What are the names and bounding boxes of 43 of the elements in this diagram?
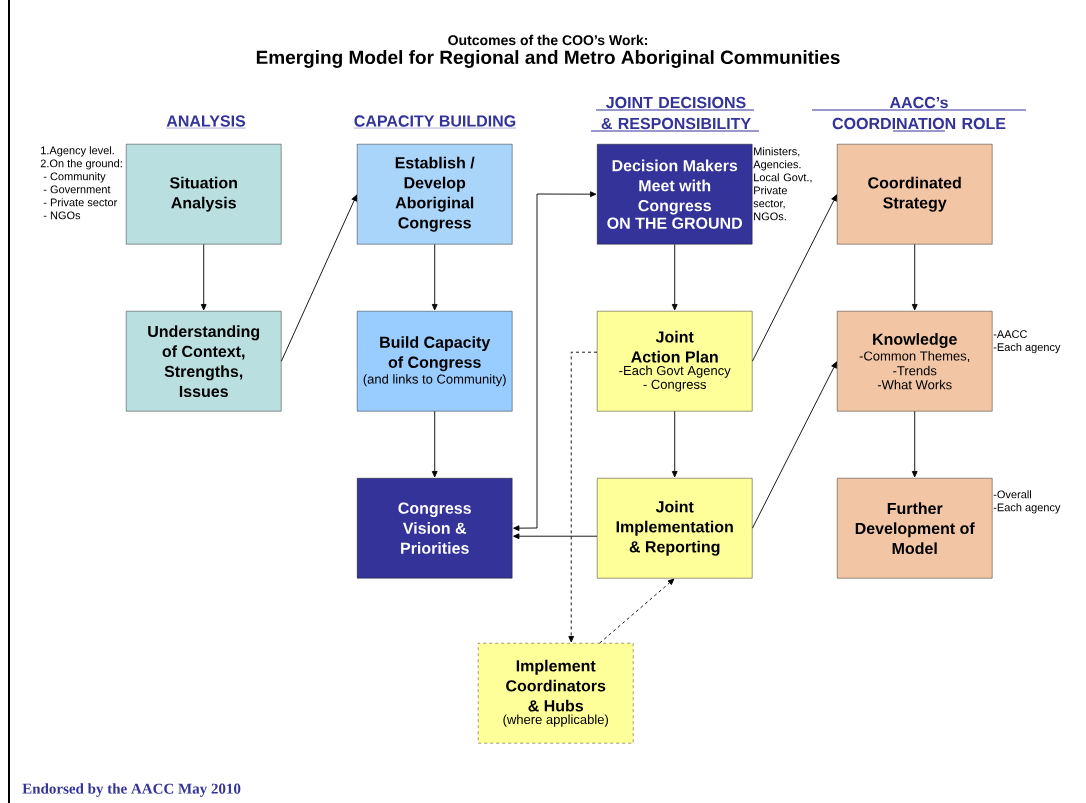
column-heading: AACC’s COORDINATION ROLE — [811, 96, 1027, 132]
column-heading: ANALYSIS — [166, 115, 246, 129]
process-box: Knowledge -Common Themes, -Trends -What Works — [837, 311, 993, 412]
node-label: - Government — [43, 185, 111, 194]
arrow — [751, 194, 837, 362]
process-box: Implement Coordinators & Hubs (where applicable) — [478, 643, 634, 744]
arrow — [280, 194, 357, 362]
footnote: Endorsed by the AACC May 2010 — [22, 783, 241, 797]
arrow — [431, 410, 438, 478]
side-note: Ministers, Agencies. Local Govt., Private sector, NGOs. — [753, 147, 812, 221]
title: Outcomes of the COO’s Work: — [448, 34, 647, 46]
process-box: Congress Vision & Priorities — [357, 478, 513, 579]
node-label: - NGOs — [43, 211, 81, 220]
side-note: 1.Agency level. 2.On the ground: - Community - Government - Private sector - NGOs — [40, 146, 122, 220]
arrow — [200, 243, 207, 311]
arrow — [911, 410, 918, 478]
arrow — [431, 243, 438, 311]
node-label: 1.Agency level. — [41, 146, 114, 157]
column-heading: CAPACITY BUILDING — [353, 115, 517, 129]
column-heading: JOINT DECISIONS & RESPONSIBILITY — [590, 96, 760, 132]
process-box: Joint Action Plan -Each Govt Agency - Congress — [597, 311, 753, 412]
arrow — [671, 410, 678, 478]
process-box: Joint Implementation & Reporting — [597, 478, 753, 579]
process-box: Situation Analysis — [126, 144, 282, 245]
node-label: - Community — [43, 172, 106, 183]
process-box: Understanding of Context, Strengths, Issues — [126, 311, 282, 412]
process-box: Decision Makers Meet with Congress ON THE GROUND — [597, 144, 753, 245]
arrow — [599, 578, 675, 644]
node-label: 2.On the ground: — [40, 159, 122, 170]
arrow — [751, 361, 837, 529]
process-box: Build Capacity of Congress (and links to Community) — [357, 311, 513, 412]
arrow — [568, 351, 598, 643]
side-note: -AACC -Each agency — [993, 330, 1061, 354]
process-box: Coordinated Strategy — [837, 144, 993, 245]
arrow — [671, 243, 678, 311]
side-note: -Overall -Each agency — [993, 490, 1061, 514]
subtitle: Emerging Model for Regional and Metro Aboriginal Communities — [256, 50, 840, 68]
arrow — [911, 243, 918, 311]
arrow — [513, 191, 597, 532]
process-box: Establish / Develop Aboriginal Congress — [357, 144, 513, 245]
arrow — [513, 533, 598, 540]
node-label: - Private sector — [43, 198, 118, 207]
process-box: Further Development of Model — [837, 478, 993, 579]
